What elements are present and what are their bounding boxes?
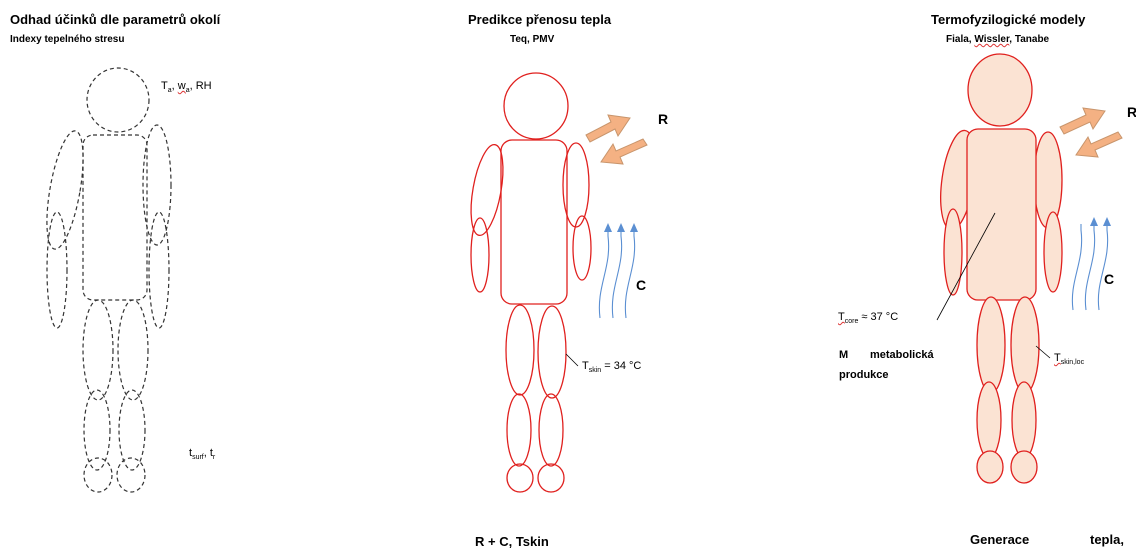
label-radiation-p3: R: [1127, 104, 1136, 120]
left-forearm-filled: [944, 209, 962, 295]
panel3-footer-b: tepla,: [1090, 532, 1124, 547]
figure-red-outline: [465, 73, 591, 492]
label-tskin: Tskin = 34 °C: [582, 360, 641, 374]
radiation-arrow-in-p3: [1076, 132, 1122, 157]
torso-dashed: [83, 135, 147, 300]
right-foot-red: [538, 464, 564, 492]
label-surface-temps: tsurf, tr: [189, 447, 215, 461]
panel3-subtitle: Fiala, Wissler, Tanabe: [946, 34, 1049, 45]
left-shin-red: [507, 394, 531, 466]
radiation-arrow-out-p2: [586, 115, 630, 142]
left-forearm-dashed: [47, 212, 67, 328]
head-dashed: [87, 68, 149, 132]
head-filled: [968, 54, 1032, 126]
label-m: M: [839, 349, 848, 361]
left-foot-dashed: [84, 458, 112, 492]
panel3-title: Termofyzilogické modely: [931, 12, 1085, 27]
left-shin-filled: [977, 382, 1001, 458]
panel2-title: Predikce přenosu tepla: [468, 12, 611, 27]
right-shin-filled: [1012, 382, 1036, 458]
left-thigh-dashed: [83, 300, 113, 400]
panel1-subtitle: Indexy tepelného stresu: [10, 34, 124, 45]
panel2-footer: R + C, Tskin: [475, 534, 549, 549]
radiation-arrow-out-p3: [1060, 108, 1105, 134]
left-foot-red: [507, 464, 533, 492]
right-shin-red: [539, 394, 563, 466]
convection-arrows-p3: [1072, 224, 1107, 310]
convection-arrowheads-p2: [604, 223, 638, 232]
label-tcore: Tcore ≈ 37 °C: [838, 311, 898, 325]
right-thigh-dashed: [118, 300, 148, 400]
radiation-arrow-in-p2: [601, 139, 647, 164]
left-thigh-red: [506, 305, 534, 395]
label-metabolic: metabolická: [870, 349, 934, 361]
panel1-title: Odhad účinků dle parametrů okolí: [10, 12, 220, 27]
convection-arrowheads-p3: [1090, 217, 1111, 226]
right-forearm-red: [573, 216, 591, 280]
torso-filled: [967, 129, 1036, 300]
head-red: [504, 73, 568, 139]
left-forearm-red: [471, 218, 489, 292]
label-radiation-p2: R: [658, 111, 668, 127]
panel2-subtitle: Teq, PMV: [510, 34, 554, 45]
left-foot-filled: [977, 451, 1003, 483]
right-thigh-filled: [1011, 297, 1039, 393]
panel3-footer-a: Generace: [970, 532, 1029, 547]
right-forearm-filled: [1044, 212, 1062, 292]
tskin-pointer-line: [566, 354, 578, 366]
right-upper-arm-filled: [1034, 132, 1062, 228]
right-thigh-red: [538, 306, 566, 398]
left-thigh-filled: [977, 297, 1005, 393]
torso-red: [501, 140, 567, 304]
label-convection-p2: C: [636, 277, 646, 293]
left-upper-arm-red: [465, 142, 509, 237]
label-production: produkce: [839, 369, 889, 381]
label-convection-p3: C: [1104, 271, 1114, 287]
figure-dashed: [40, 68, 171, 492]
label-tskin-loc: Tskin,loc: [1054, 352, 1084, 366]
right-foot-dashed: [117, 458, 145, 492]
figure-filled: [935, 54, 1062, 483]
right-foot-filled: [1011, 451, 1037, 483]
convection-arrows-p2: [599, 230, 634, 318]
label-environment-params: Ta, wa, RH: [161, 80, 212, 94]
